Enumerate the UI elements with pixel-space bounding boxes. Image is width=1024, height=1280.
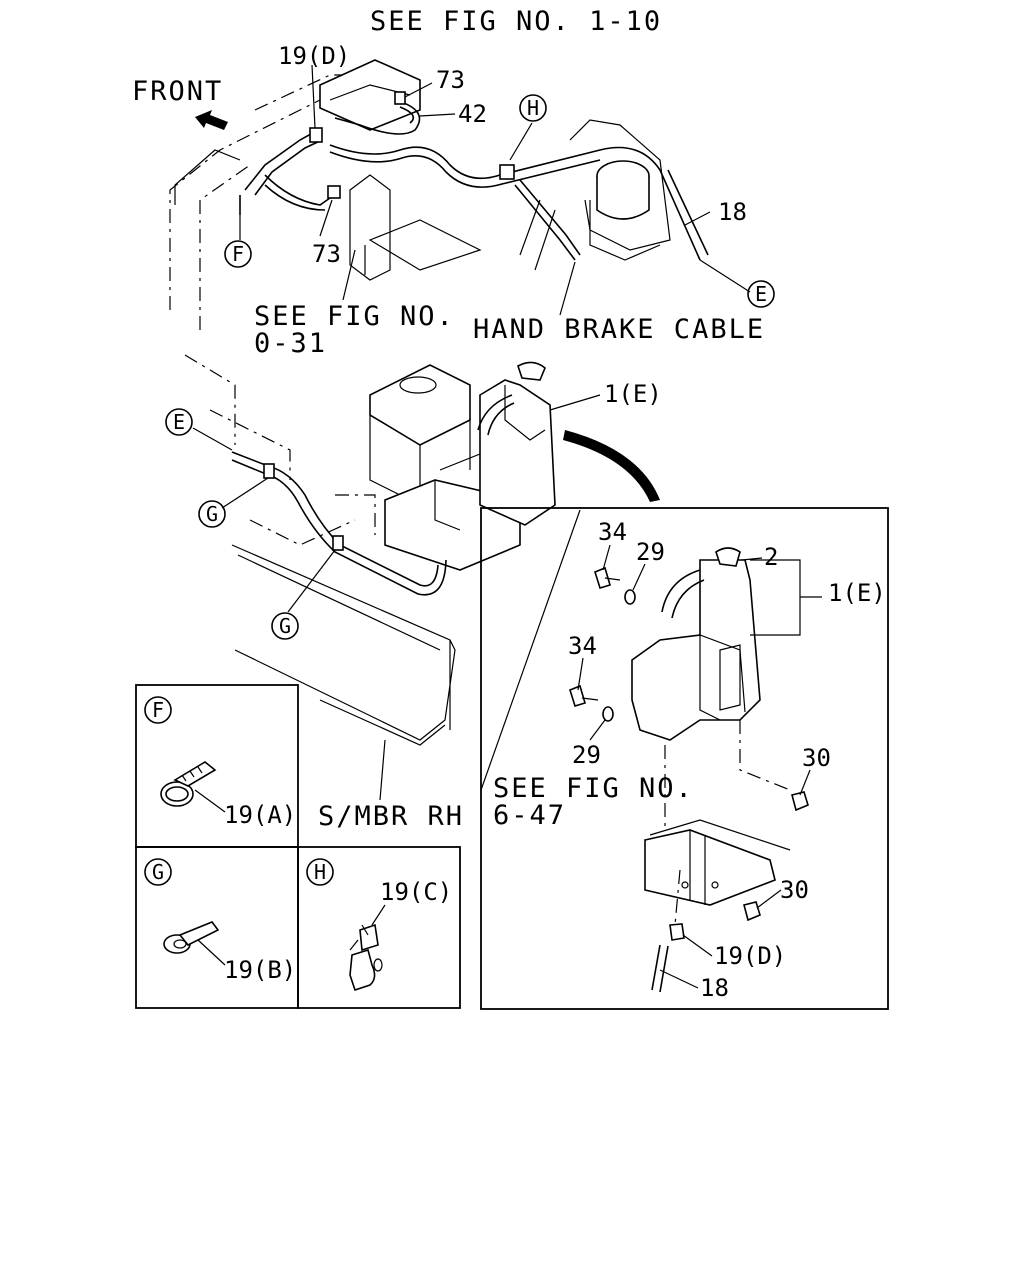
callout-29-upper: 29 [636, 538, 665, 566]
svg-text:E: E [755, 282, 767, 306]
marker-e-mid: E [165, 408, 193, 436]
svg-text:E: E [173, 410, 185, 434]
ref-fig-6-47-line2: 6-47 [493, 800, 566, 831]
middle-assembly [184, 354, 660, 801]
svg-text:G: G [152, 860, 164, 884]
clamp-19b-drawing [163, 921, 226, 966]
front-arrow-icon [195, 110, 228, 130]
marker-f-top: F [224, 240, 252, 268]
callout-18-detail: 18 [700, 974, 729, 1002]
ref-fig-0-31-line1: SEE FIG NO. [254, 301, 455, 332]
callout-30-upper: 30 [802, 744, 831, 772]
callout-19d-detail: 19(D) [714, 942, 786, 970]
callout-19b: 19(B) [224, 956, 296, 984]
ref-fig-0-31-line2: 0-31 [254, 328, 327, 359]
callout-29-lower: 29 [572, 741, 601, 769]
marker-h-top: H [519, 94, 547, 122]
ref-fig-6-47-line1: SEE FIG NO. [493, 773, 694, 804]
callout-2: 2 [764, 543, 778, 571]
marker-e-top: E [747, 280, 775, 308]
callout-30-lower: 30 [780, 876, 809, 904]
svg-text:H: H [527, 96, 539, 120]
callout-19d-top: 19(D) [278, 42, 350, 70]
clamp-19c-drawing [349, 904, 386, 992]
callout-73-low: 73 [312, 240, 341, 268]
callout-1e-main: 1(E) [604, 380, 662, 408]
callout-18-top: 18 [718, 198, 747, 226]
svg-text:G: G [206, 502, 218, 526]
detail-panel-h [297, 846, 461, 1009]
svg-text:H: H [314, 860, 326, 884]
svg-text:F: F [232, 242, 244, 266]
callout-1e-detail: 1(E) [828, 579, 886, 607]
callout-19a: 19(A) [224, 801, 296, 829]
detail-panel-reservoir [480, 507, 889, 1010]
callout-42: 42 [458, 100, 487, 128]
marker-g-mid-upper: G [198, 500, 226, 528]
marker-g-panel: G [144, 858, 172, 886]
top-assembly [169, 59, 751, 330]
side-member-label: S/MBR RH [318, 801, 464, 832]
detail-reservoir-drawing [480, 509, 822, 993]
callout-34-upper: 34 [598, 518, 627, 546]
hand-brake-cable-label: HAND BRAKE CABLE [473, 314, 765, 345]
marker-h-panel: H [306, 858, 334, 886]
front-label: FRONT [132, 76, 223, 107]
ref-fig-1-10: SEE FIG NO. 1-10 [370, 6, 662, 37]
clamp-19a-drawing [160, 761, 226, 813]
callout-73-top: 73 [436, 66, 465, 94]
callout-19c: 19(C) [380, 878, 452, 906]
marker-f-panel: F [144, 696, 172, 724]
svg-text:G: G [279, 614, 291, 638]
marker-g-mid-lower: G [271, 612, 299, 640]
svg-text:F: F [152, 698, 164, 722]
callout-34-lower: 34 [568, 632, 597, 660]
